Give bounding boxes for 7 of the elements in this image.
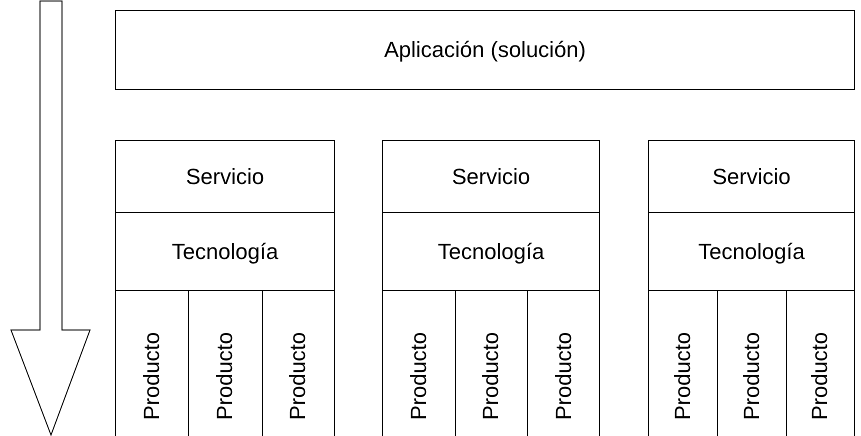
layer-box: Tecnología <box>382 212 600 291</box>
application-box: Aplicación (solución) <box>115 10 855 90</box>
layer-box: Tecnología <box>648 212 855 291</box>
layer-box: Servicio <box>382 140 600 213</box>
layer-box: Tecnología <box>115 212 335 291</box>
layer-box: Servicio <box>648 140 855 213</box>
layer-box: Servicio <box>115 140 335 213</box>
